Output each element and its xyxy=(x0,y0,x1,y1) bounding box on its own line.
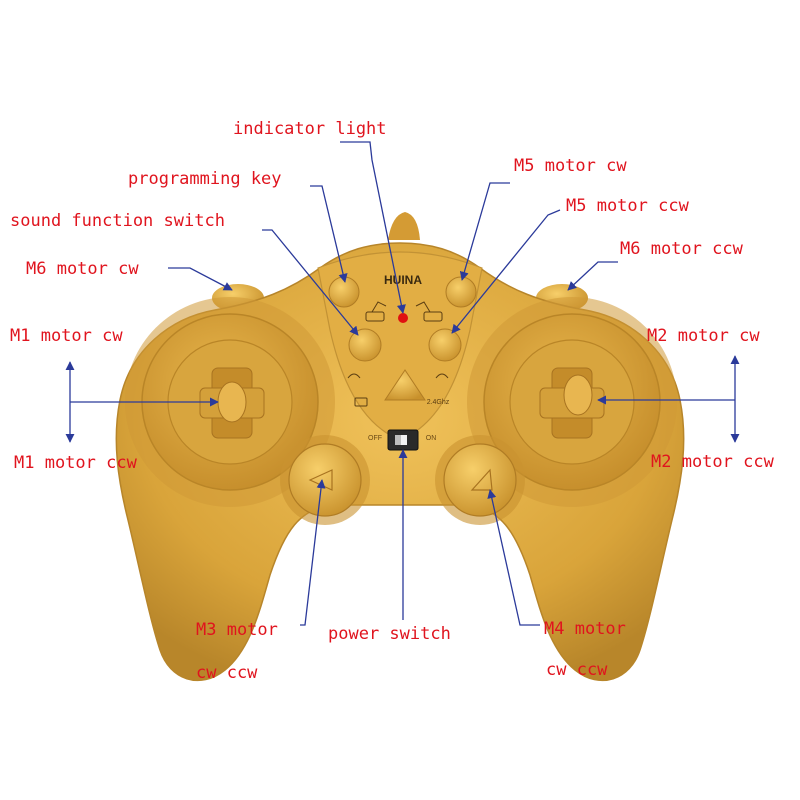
leader-lines xyxy=(65,141,740,626)
switch-on-label: ON xyxy=(426,435,437,442)
label-m2-motor-ccw: M2 motor ccw xyxy=(651,452,775,472)
frequency-label: 2.4Ghz xyxy=(427,399,450,406)
power-switch[interactable] xyxy=(387,429,419,451)
right-joystick[interactable] xyxy=(539,367,605,439)
left-joystick[interactable] xyxy=(199,367,265,439)
label-m3-motor: M3 motor xyxy=(196,620,278,640)
sound-function-switch-button[interactable] xyxy=(348,328,382,362)
label-sound-function-switch: sound function switch xyxy=(10,211,225,231)
switch-off-label: OFF xyxy=(368,435,382,442)
label-m3-cw-ccw: cw ccw xyxy=(196,663,258,683)
label-m1-motor-ccw: M1 motor ccw xyxy=(14,453,138,473)
label-power-switch: power switch xyxy=(328,624,451,644)
m5-ccw-button[interactable] xyxy=(428,328,462,362)
label-indicator-light: indicator light xyxy=(233,119,387,139)
programming-key-button[interactable] xyxy=(328,276,360,308)
label-m1-motor-cw: M1 motor cw xyxy=(10,326,123,346)
labels: indicator light programming key sound fu… xyxy=(10,119,775,683)
label-m5-motor-ccw: M5 motor ccw xyxy=(566,196,690,216)
excavator-icon xyxy=(347,301,449,407)
label-m2-motor-cw: M2 motor cw xyxy=(647,326,760,346)
label-m5-motor-cw: M5 motor cw xyxy=(514,156,627,176)
label-m4-cw-ccw: cw ccw xyxy=(546,660,608,680)
brand-logo: HUINA xyxy=(384,273,422,287)
label-programming-key: programming key xyxy=(128,169,282,189)
indicator-led-icon xyxy=(398,313,408,323)
label-m6-motor-ccw: M6 motor ccw xyxy=(620,239,744,259)
label-m4-motor: M4 motor xyxy=(544,619,626,639)
label-m6-motor-cw: M6 motor cw xyxy=(26,259,139,279)
m4-round-button[interactable] xyxy=(435,435,525,525)
center-triangle-button[interactable] xyxy=(384,369,426,401)
m3-round-button[interactable] xyxy=(280,435,370,525)
m5-cw-button[interactable] xyxy=(445,276,477,308)
